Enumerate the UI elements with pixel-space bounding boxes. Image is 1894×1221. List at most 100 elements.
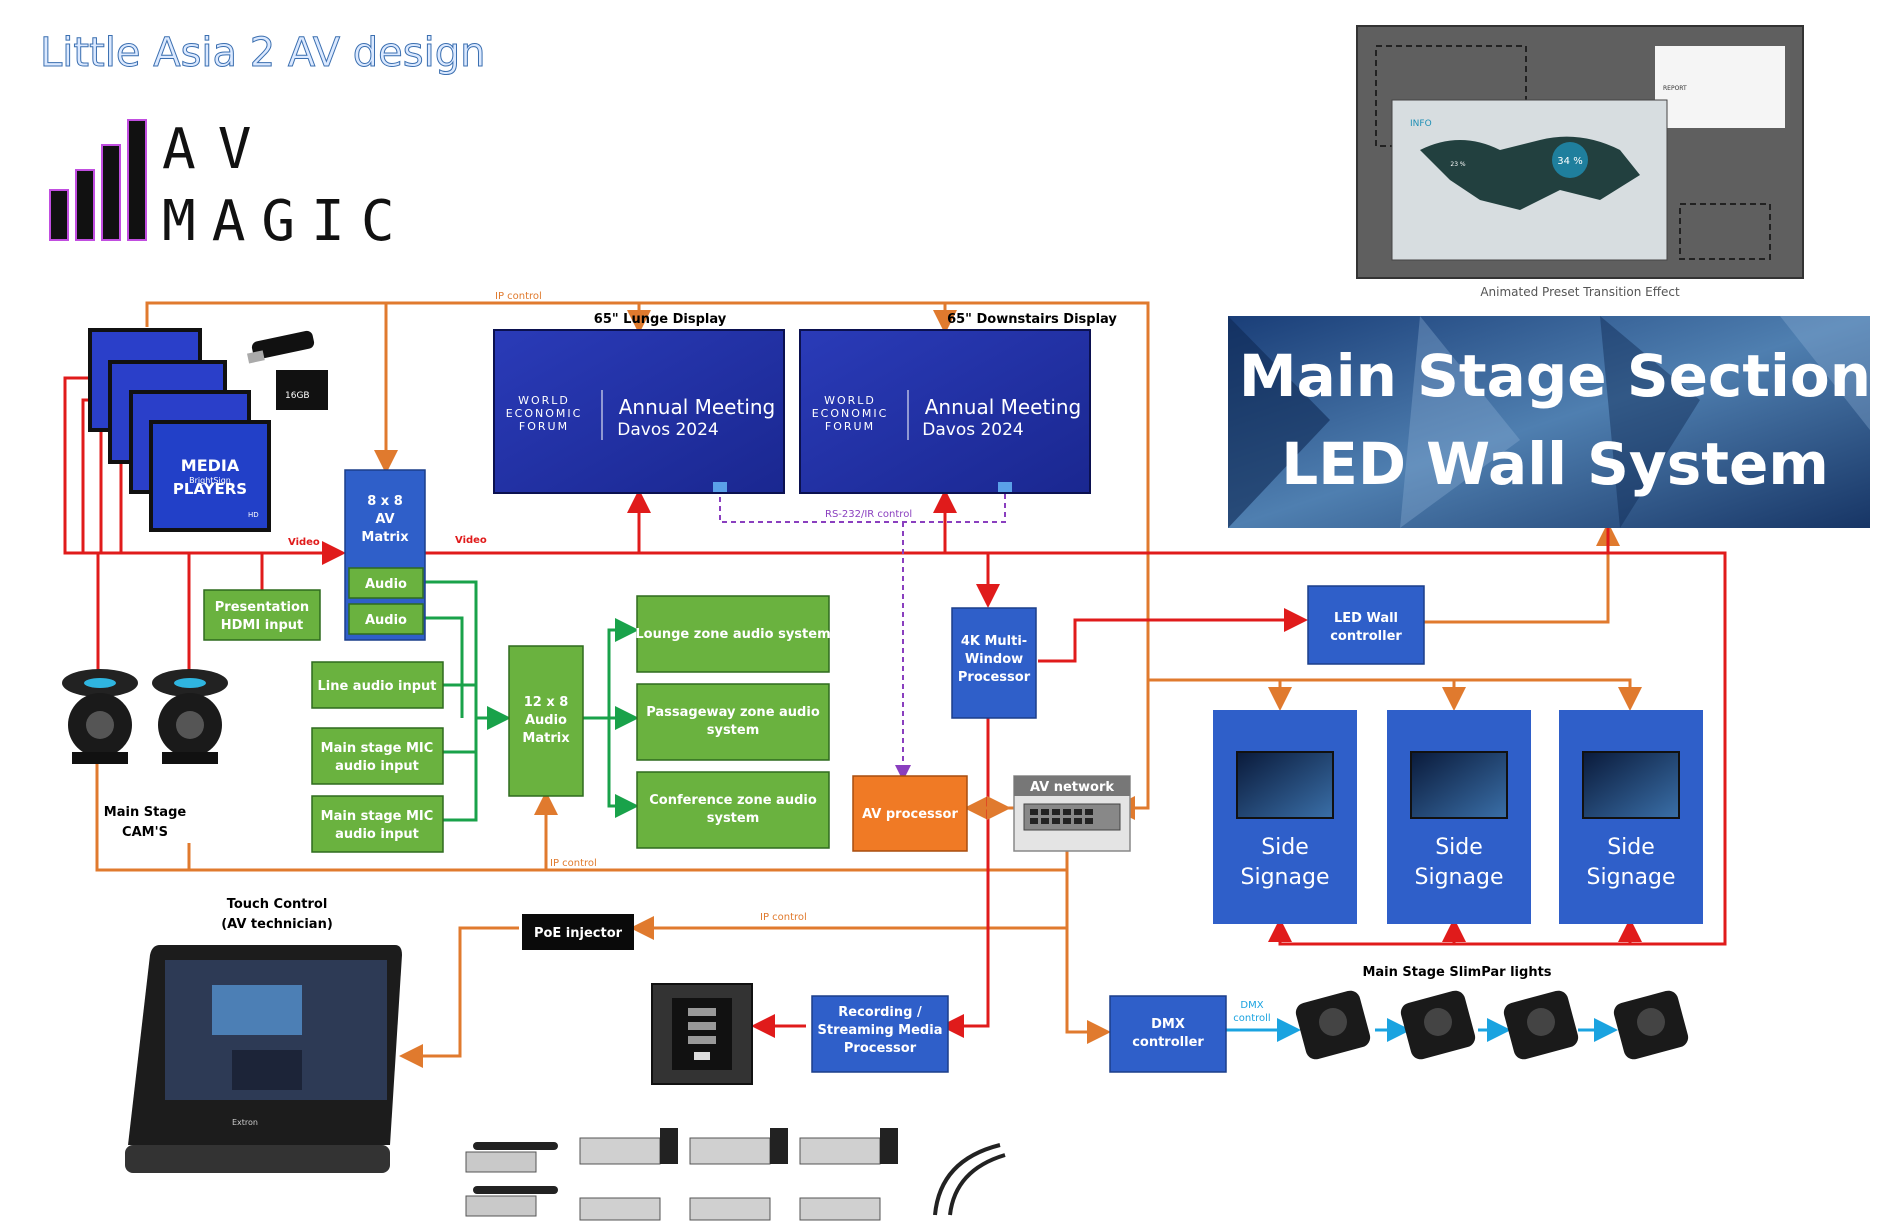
led-controller-line-1: LED Wall: [1334, 611, 1398, 626]
lounge-audio-box: Lounge zone audio system: [635, 595, 831, 673]
line-audio-label: Line audio input: [317, 679, 436, 694]
side-signage-1-line-1: Side: [1261, 835, 1309, 860]
presentation-hdmi-box: Presentation HDMI input: [203, 589, 321, 641]
conference-line-1: Conference zone audio: [649, 793, 817, 808]
slimpar-label: Main Stage SlimPar lights: [1362, 965, 1551, 980]
mic-1-line-1: Main stage MIC: [321, 741, 434, 756]
led-wall-line-2: LED Wall System: [1281, 430, 1829, 498]
downstairs-forum-3: FORUM: [825, 420, 875, 433]
conference-audio-box: Conference zone audio system: [636, 771, 830, 849]
passageway-line-2: system: [707, 723, 760, 738]
sd-card-icon: 16GB: [276, 370, 328, 410]
usb-drive-icon: [247, 330, 315, 364]
slimpar-light-1: [1295, 990, 1371, 1060]
dmx-controller-box: DMX controller: [1109, 995, 1227, 1073]
poe-injector-box: PoE injector: [522, 914, 634, 950]
purple-rs232-lines: [719, 488, 1006, 781]
multiwindow-line-1: 4K Multi-: [961, 634, 1027, 649]
lounge-display: WORLD ECONOMIC FORUM Annual Meeting Davo…: [493, 329, 785, 494]
audio-out-1: Audio: [365, 577, 407, 592]
passageway-audio-box: Passageway zone audio system: [636, 683, 830, 761]
recording-line-3: Processor: [844, 1041, 917, 1056]
preset-info: INFO: [1410, 119, 1432, 129]
led-controller-line-2: controller: [1330, 629, 1402, 644]
av-matrix-line-2: AV: [375, 512, 394, 527]
audio-matrix-line-2: Audio: [525, 713, 567, 728]
multiwindow-line-3: Processor: [958, 670, 1031, 685]
orange-ip-lines: [95, 301, 1642, 1068]
led-wall-banner: Main Stage Section LED Wall System: [1228, 316, 1871, 528]
sd-card-label: 16GB: [285, 391, 310, 401]
recording-line-2: Streaming Media: [818, 1023, 943, 1038]
recording-processor-box: Recording / Streaming Media Processor: [811, 995, 949, 1073]
red-video-lines: [63, 376, 1727, 1038]
multiwindow-line-2: Window: [965, 652, 1023, 667]
lounge-forum-2: ECONOMIC: [506, 407, 583, 420]
lounge-forum-1: WORLD: [518, 394, 570, 407]
ip-control-label-top: IP control: [495, 291, 542, 302]
av-matrix-box: 8 x 8 AV Matrix Audio Audio: [344, 469, 426, 641]
video-label-left: Video: [288, 537, 320, 548]
mic-2-line-2: audio input: [335, 827, 419, 842]
lounge-meeting-2: Davos 2024: [617, 420, 719, 440]
media-players-line-2: BrightSign: [189, 476, 231, 485]
audio-out-2: Audio: [365, 613, 407, 628]
dmx-line-2: controller: [1132, 1035, 1204, 1050]
downstairs-forum-1: WORLD: [824, 394, 876, 407]
rs232-label: RS-232/IR control: [825, 509, 912, 520]
av-processor-box: AV processor: [852, 775, 968, 852]
side-signage-2-line-2: Signage: [1415, 865, 1504, 890]
presentation-line-1: Presentation: [215, 600, 309, 615]
wireless-mic-receivers: [465, 1128, 1006, 1221]
av-matrix-line-1: 8 x 8: [367, 494, 403, 509]
ip-control-label-mid: IP control: [550, 858, 597, 869]
mic-input-box-1: Main stage MIC audio input: [311, 727, 444, 785]
slimpar-light-4: [1613, 990, 1689, 1060]
recording-line-1: Recording /: [838, 1005, 922, 1020]
media-players-line-1: MEDIA: [181, 456, 240, 475]
media-players-badge: HD: [248, 511, 259, 519]
passageway-line-1: Passageway zone audio: [646, 705, 820, 720]
green-audio-lines: [422, 580, 639, 822]
dmx-label-1: DMX: [1240, 1000, 1263, 1011]
presentation-line-2: HDMI input: [221, 618, 303, 633]
lounge-forum-3: FORUM: [519, 420, 569, 433]
downstairs-display-label: 65" Downstairs Display: [947, 312, 1117, 327]
poe-label: PoE injector: [534, 926, 623, 941]
av-processor-label: AV processor: [862, 807, 958, 822]
downstairs-forum-2: ECONOMIC: [812, 407, 889, 420]
downstairs-display: WORLD ECONOMIC FORUM Annual Meeting Davo…: [799, 329, 1091, 494]
lounge-display-label: 65" Lunge Display: [594, 312, 727, 327]
downstairs-meeting-1: Annual Meeting: [925, 395, 1082, 419]
preset-pct-small: 23 %: [1450, 161, 1466, 168]
multiwindow-processor-box: 4K Multi- Window Processor: [951, 607, 1037, 719]
side-signage-1-line-2: Signage: [1241, 865, 1330, 890]
lounge-audio-label: Lounge zone audio system: [635, 627, 830, 642]
side-signage-2-line-1: Side: [1435, 835, 1483, 860]
preset-caption: Animated Preset Transition Effect: [1480, 285, 1680, 299]
dmx-line-1: DMX: [1151, 1017, 1185, 1032]
slimpar-light-3: [1503, 990, 1579, 1060]
side-signage-3-line-2: Signage: [1587, 865, 1676, 890]
av-network-switch: AV network: [1013, 775, 1131, 852]
mic-input-box-2: Main stage MIC audio input: [311, 795, 444, 853]
touch-panel-brand: Extron: [232, 1118, 258, 1127]
logo-line-1: AV: [162, 117, 273, 182]
audio-matrix-line-1: 12 x 8: [524, 695, 569, 710]
side-signage-3-line-1: Side: [1607, 835, 1655, 860]
video-label-right: Video: [455, 535, 487, 546]
conference-line-2: system: [707, 811, 760, 826]
wall-control-plate: [651, 983, 753, 1085]
slimpar-light-2: [1400, 990, 1476, 1060]
av-magic-logo: AV MAGIC: [49, 117, 395, 254]
touch-panel: Extron: [125, 945, 402, 1173]
lounge-meeting-1: Annual Meeting: [619, 395, 776, 419]
ip-control-label-bottom: IP control: [760, 912, 807, 923]
side-signage-2: Side Signage: [1387, 710, 1531, 924]
side-signage-3: Side Signage: [1559, 710, 1703, 924]
preset-transition-image: INFO REPORT 34 % 23 %: [1356, 25, 1804, 279]
led-wall-controller-box: LED Wall controller: [1307, 585, 1425, 665]
dmx-label-2: controll: [1233, 1013, 1270, 1024]
main-stage-cams-line-1: Main Stage: [104, 805, 187, 820]
